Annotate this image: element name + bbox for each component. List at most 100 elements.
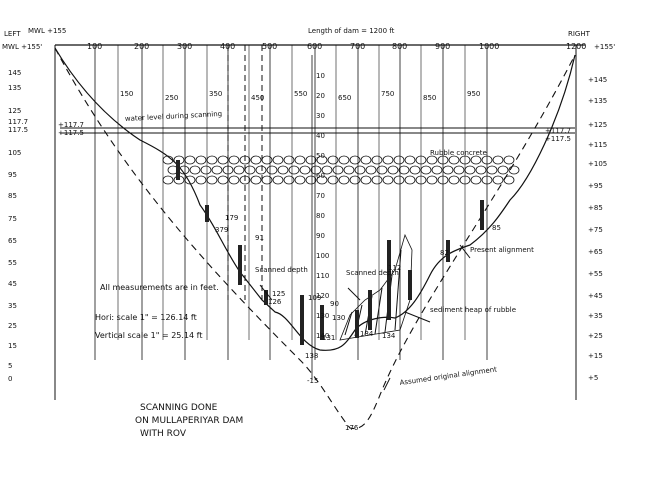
point-depth-label: 138 [305,352,318,360]
rubble-stone [404,155,416,165]
rubble-stone [305,155,317,165]
rubble-stone [464,165,476,175]
rubble-stone [409,165,421,175]
point-depth-label: 82 [440,249,449,257]
left-scale-label: 117.7 [8,118,28,126]
right-scale-label: +35 [588,312,603,320]
rubble-stone [184,155,196,165]
rubble-stone [310,165,322,175]
rubble-stone [459,175,471,185]
point-depth-label: 125 [272,290,285,298]
chainage-label-top: 1000 [479,42,499,51]
rubble-stone [288,165,300,175]
rubble-stone [393,155,405,165]
rubble-stone [211,165,223,175]
rubble-stone [382,155,394,165]
vertical-scale-note: Vertical scale 1" = 25.14 ft [95,331,202,340]
right-scale-label: +55 [588,270,603,278]
rubble-stone [332,165,344,175]
rubble-stone [404,175,416,185]
right-scale-label: +25 [588,332,603,340]
present-alignment-curve [54,47,576,351]
rubble-stone [195,175,207,185]
right-scale-label: +95 [588,182,603,190]
scan-depth-bar [264,290,268,305]
point-depth-label: 109 [308,294,321,302]
present-alignment-arrow [459,244,471,259]
dam-length-note: Length of dam = 1200 ft [308,27,395,35]
rubble-stone [415,175,427,185]
rubble-stone [382,175,394,185]
point-depth-label: 126 [268,298,282,306]
rubble-stone [360,155,372,165]
center-depth-label: 30 [316,112,325,120]
rubble-stone [371,175,383,185]
scanned-depth-arrow [259,284,273,301]
rubble-stone [195,155,207,165]
right-scale-label: +15 [588,352,603,360]
water-level-right-value: +117.7 [545,127,571,135]
rubble-stone [338,155,350,165]
rubble-stone [272,155,284,165]
mwl-left-label: MWL +155' [2,43,42,51]
rubble-stone [321,165,333,175]
left-scale-label: 5 [8,362,12,370]
rubble-stone [200,165,212,175]
left-scale-label: 0 [8,375,12,383]
sediment-heap-label: sediment heap of rubble [430,306,516,314]
rubble-stone [162,175,174,185]
rubble-stone [222,165,234,175]
rubble-stone [316,155,328,165]
point-depth-label: 85 [492,224,501,232]
rubble-stone [272,175,284,185]
left-scale-label: 35 [8,302,17,310]
rubble-stone [448,155,460,165]
rubble-stone [415,155,427,165]
assumed-alignment-arrow [383,377,391,391]
right-scale-label: +105 [588,160,607,168]
center-depth-label: 70 [316,192,325,200]
left-scale-label: 105 [8,149,21,157]
point-depth-label: 130 [332,314,345,322]
chainage-label-top: 100 [87,42,102,51]
rubble-stone [354,165,366,175]
center-depth-label: 120 [316,292,329,300]
rubble-stone [189,165,201,175]
title-line-2: ON MULLAPERIYAR DAM [135,416,243,426]
rubble-stone [206,175,218,185]
rubble-stone [508,165,520,175]
chainage-label-mid: 950 [467,90,480,98]
center-depth-label: 100 [316,252,329,260]
rubble-stone [475,165,487,175]
rubble-stone [250,155,262,165]
rubble-stone [343,165,355,175]
center-depth-label: 10 [316,72,325,80]
left-scale-label: 65 [8,237,17,245]
rubble-concrete-label: Rubble concrete [430,149,487,157]
mwl-top-label: MWL +155 [28,27,66,35]
center-depth-label: 130 [316,312,329,320]
rubble-stone [492,155,504,165]
rubble-stone [239,155,251,165]
point-depth-label: 134 [360,330,374,338]
rubble-stone [217,175,229,185]
rubble-stone [459,155,471,165]
scan-depth-bar [408,270,412,300]
rubble-stone [437,155,449,165]
center-depth-label: 90 [316,232,325,240]
chainage-label-mid: 650 [338,94,351,102]
point-depth-label: 179 [225,214,238,222]
rubble-stone [294,155,306,165]
left-scale-label: 15 [8,342,17,350]
rubble-stone [162,155,174,165]
scan-depth-bar [355,310,359,338]
rubble-stone [376,165,388,175]
rubble-stone [261,155,273,165]
chainage-label-top: 700 [350,42,365,51]
rubble-stone [327,155,339,165]
rubble-stone [453,165,465,175]
rubble-stone [426,155,438,165]
rubble-stone [492,175,504,185]
left-scale-label: 117.5 [8,126,28,134]
